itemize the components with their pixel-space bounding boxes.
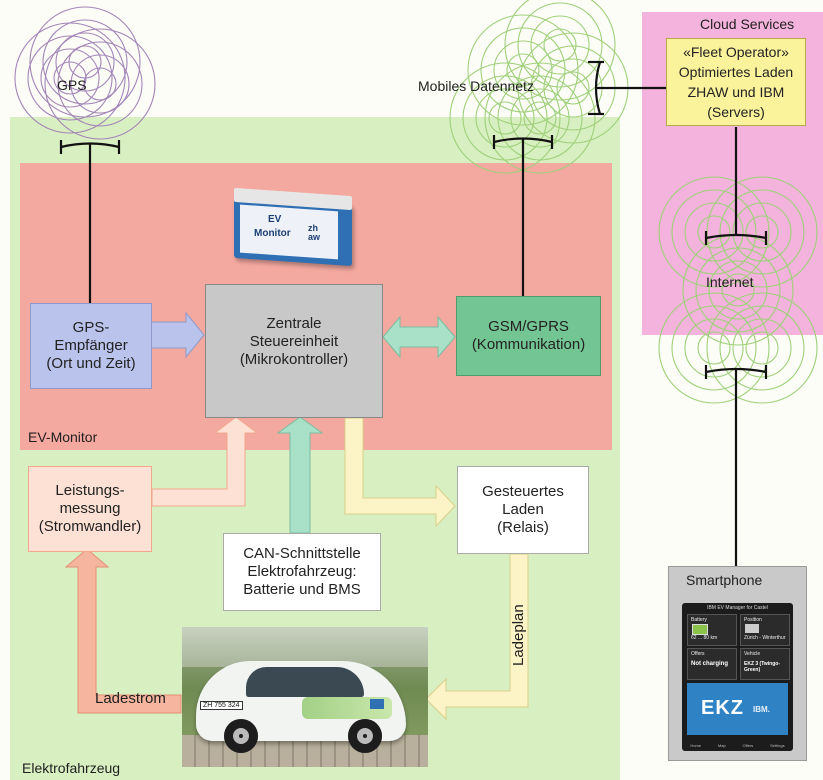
battery-icon	[692, 624, 708, 635]
ekz-logo: EKZ	[701, 697, 744, 719]
charging-current-label: Ladestrom	[95, 690, 166, 707]
charging-plan-label: Ladeplan	[510, 604, 527, 666]
power-measurement-box: Leistungs- messung (Stromwandler)	[28, 466, 152, 552]
app-nav-bar: Home Map Offers Settings	[682, 739, 793, 751]
power-to-controller-arrow	[151, 416, 259, 507]
tile-vehicle-value: EKZ 3 (Twingo-Green)	[744, 661, 781, 673]
nav-map[interactable]: Map	[717, 742, 726, 748]
controller-box: Zentrale Steuereinheit (Mikrokontroller)	[205, 284, 383, 418]
app-header: IBM EV Manager for Castel	[707, 605, 768, 611]
gsm-box: GSM/GPRS (Kommunikation)	[456, 296, 601, 376]
can-to-controller-arrow	[276, 416, 324, 534]
app-tile-offers[interactable]: Offers Not charging	[687, 648, 737, 680]
license-plate: ZH 755 324	[200, 701, 243, 710]
tile-offers-label: Offers	[691, 651, 705, 657]
tile-position-label: Position	[744, 617, 762, 623]
tile-battery-value: 62 ... 80 km	[691, 635, 718, 641]
antenna-lines	[59, 60, 768, 566]
tile-battery-label: Battery	[691, 617, 707, 623]
tile-position-value: Zürich - Winterthur	[744, 635, 786, 641]
controller-to-relay-arrow	[344, 417, 456, 528]
antenna-label-gps: GPS	[57, 77, 87, 93]
nav-home[interactable]: Home	[690, 742, 702, 748]
tile-offers-value: Not charging	[691, 661, 728, 667]
ev-monitor-device-image: EV Monitor zh aw	[230, 187, 358, 270]
zhaw-logo: zh aw	[308, 223, 321, 242]
can-interface-box: CAN-Schnittstelle Elektrofahrzeug: Batte…	[223, 533, 381, 611]
smartphone-screen: IBM EV Manager for Castel Battery 62 ...…	[682, 603, 793, 751]
ibm-logo: IBM.	[753, 705, 770, 714]
region-label-monitor: EV-Monitor	[28, 429, 98, 445]
tile-vehicle-label: Vehicle	[744, 651, 761, 657]
car-rear-wheel	[348, 719, 382, 753]
gps-to-controller-arrow	[150, 311, 205, 359]
nav-offers[interactable]: Offers	[742, 742, 754, 748]
charging-plan-arrow	[425, 553, 529, 721]
antenna-label-internet: Internet	[706, 274, 754, 290]
smartphone-panel: Smartphone IBM EV Manager for Castel Bat…	[668, 566, 807, 761]
gps-receiver-box: GPS- Empfänger (Ort und Zeit)	[30, 303, 152, 389]
smartphone-title: Smartphone	[686, 572, 763, 588]
car-photo: ZH 755 324	[182, 627, 428, 767]
device-label-monitor: Monitor	[254, 228, 291, 239]
controller-gsm-arrow	[382, 315, 456, 359]
gps-signal-rings	[14, 6, 156, 140]
app-tile-vehicle[interactable]: Vehicle EKZ 3 (Twingo-Green)	[740, 648, 790, 680]
app-tile-position[interactable]: Position Zürich - Winterthur	[740, 614, 790, 646]
region-label-vehicle: Elektrofahrzeug	[22, 760, 121, 776]
map-icon	[745, 624, 759, 633]
fleet-operator-box: «Fleet Operator» Optimiertes Laden ZHAW …	[666, 38, 806, 126]
region-label-cloud: Cloud Services	[700, 16, 795, 32]
ekz-banner: EKZ IBM.	[687, 683, 788, 735]
relay-box: Gesteuertes Laden (Relais)	[457, 466, 589, 554]
antenna-label-mobile: Mobiles Datennetz	[418, 78, 534, 94]
car-front-wheel	[224, 719, 258, 753]
charging-current-arrow	[64, 548, 182, 714]
device-label-ev: EV	[268, 214, 282, 225]
nav-settings[interactable]: Settings	[770, 742, 785, 748]
app-tile-battery[interactable]: Battery 62 ... 80 km	[687, 614, 737, 646]
